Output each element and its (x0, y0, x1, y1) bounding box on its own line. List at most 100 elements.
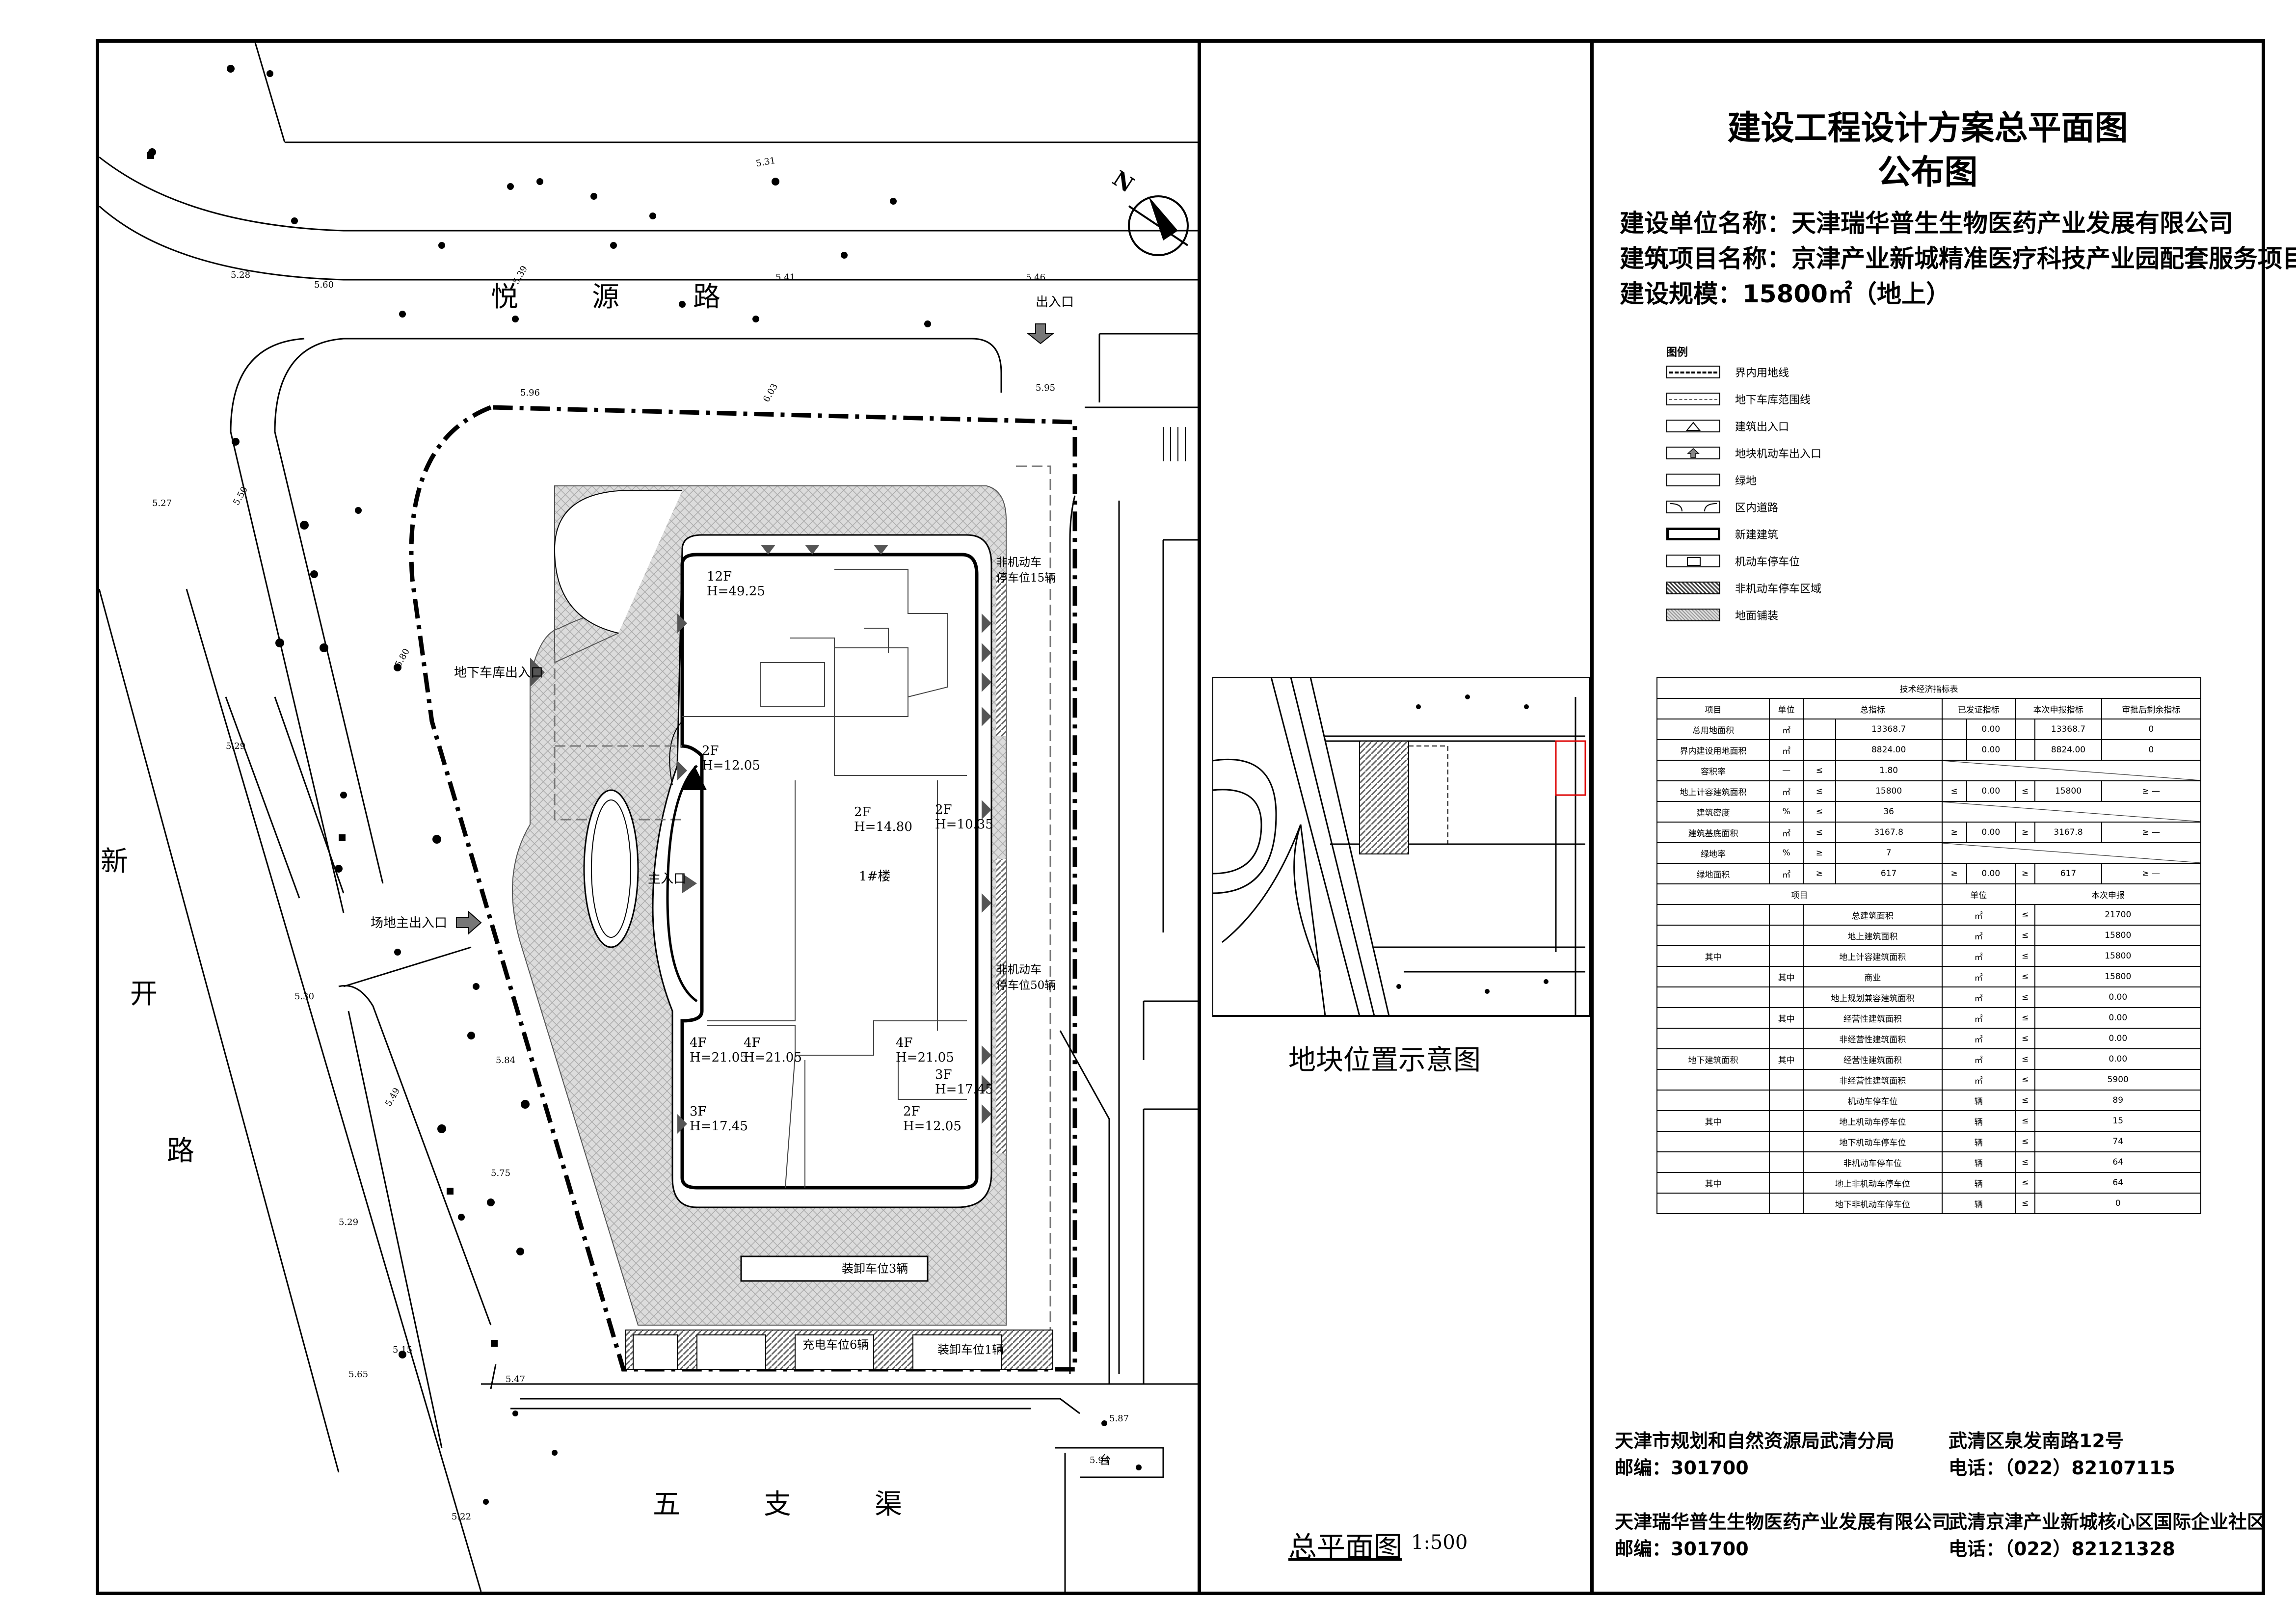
legend-symbol-arrow (1666, 447, 1720, 459)
project-name: 建筑项目名称：京津产业新城精准医疗科技产业园配套服务项目 (1620, 244, 2296, 273)
legend-item: 界内用地线 (1666, 363, 1789, 381)
legend-item: 地下车库范围线 (1666, 390, 1811, 408)
table-row: 绿地率%≥7 (1656, 842, 2202, 864)
elevation-mark: 5.65 (348, 1369, 369, 1380)
elevation-mark: 5.30 (294, 991, 315, 1002)
road-name-west-2: 开 (130, 978, 158, 1010)
legend-item: 地面铺装 (1666, 606, 1778, 624)
site-plan-drawing (99, 43, 1198, 1592)
tech-indicator-table: 技术经济指标表 项目 单位 总指标 已发证指标 本次申报指标 审批后剩余指标 总… (1656, 677, 2202, 1214)
table-row: 容积率—≤1.80 (1656, 760, 2202, 781)
drawing-frame (96, 39, 2265, 1595)
location-map (1212, 677, 1591, 1017)
elevation-mark: 5.95 (1036, 383, 1056, 393)
company-phone: 电话：（022）82121328 (1949, 1538, 2175, 1560)
table-header: 项目 单位 总指标 已发证指标 本次申报指标 审批后剩余指标 (1656, 698, 2201, 719)
legend-item: 地块机动车出入口 (1666, 444, 1821, 462)
legend-heading: 图例 (1666, 346, 1688, 359)
bureau-name: 天津市规划和自然资源局武清分局 (1615, 1430, 1895, 1452)
site-entry-label: 场地主出入口 (371, 916, 448, 931)
elevation-mark: 5.96 (520, 388, 540, 398)
elevation-mark: 5.87 (1109, 1413, 1129, 1424)
elevation-mark: 5.47 (506, 1374, 526, 1384)
table-header: 项目 单位 本次申报 (1656, 883, 2202, 905)
bureau-postcode: 邮编：301700 (1615, 1457, 1749, 1479)
panel-divider-right (1590, 39, 1594, 1595)
company-postcode: 邮编：301700 (1615, 1538, 1749, 1560)
bureau-address: 武清区泉发南路12号 (1949, 1430, 2124, 1452)
legend-symbol-parking (1666, 555, 1720, 567)
legend-item: 机动车停车位 (1666, 552, 1800, 570)
legend-symbol-green (1666, 474, 1720, 486)
legend-item: 新建建筑 (1666, 525, 1778, 543)
legend-item: 非机动车停车区域 (1666, 579, 1821, 597)
road-name-north: 悦源路 (491, 281, 794, 313)
elevation-mark: 5.27 (152, 498, 172, 508)
elevation-mark: 5.41 (775, 272, 796, 283)
charging-bays: 充电车位6辆 (802, 1338, 869, 1352)
legend-symbol-road (1666, 501, 1720, 513)
legend-symbol-bike-area (1666, 582, 1720, 594)
table-row: 地下非机动车停车位辆≤0 (1656, 1193, 2201, 1214)
table-row: 其中地上机动车停车位辆≤15 (1656, 1110, 2201, 1132)
legend-item: 区内道路 (1666, 498, 1778, 516)
elevation-mark: 5.22 (452, 1512, 472, 1522)
legend-item: 建筑出入口 (1666, 417, 1789, 435)
elevation-mark: 5.28 (231, 270, 251, 280)
panel-divider-left (1198, 39, 1201, 1595)
legend-symbol-boundary (1666, 366, 1720, 378)
tai-label: 台 (1099, 1453, 1111, 1467)
road-name-west-3: 路 (167, 1135, 194, 1167)
loading-bays-1: 装卸车位1辆 (937, 1343, 1004, 1357)
legend-symbol-garage (1666, 393, 1720, 405)
company-name: 天津瑞华普生生物医药产业发展有限公司 (1615, 1511, 1951, 1533)
building-name: 1#楼 (859, 869, 891, 884)
elevation-mark: 5.84 (496, 1055, 516, 1065)
exit-label: 出入口 (1036, 295, 1074, 310)
road-name-west-1: 新 (101, 846, 128, 878)
legend-symbol-triangle (1666, 420, 1720, 432)
legend-symbol-paving (1666, 609, 1720, 621)
garage-entry-label: 地下车库出入口 (454, 666, 544, 680)
elevation-mark: 5.29 (226, 741, 246, 751)
bike-parking-50: 非机动车停车位50辆 (996, 963, 1056, 992)
legend-symbol-building (1666, 528, 1720, 540)
elevation-mark: 5.29 (339, 1217, 359, 1227)
construction-unit: 建设单位名称：天津瑞华普生生物医药产业发展有限公司 (1620, 209, 2233, 238)
site-plan-scale: 1:500 (1411, 1531, 1468, 1554)
legend-item: 绿地 (1666, 471, 1757, 489)
table-row: 其中地上非机动车停车位辆≤64 (1656, 1172, 2201, 1194)
document-title: 建设工程设计方案总平面图 (1727, 109, 2128, 148)
elevation-mark: 5.75 (491, 1168, 511, 1178)
elevation-mark: 5.60 (314, 280, 334, 290)
document-subtitle: 公布图 (1877, 153, 1978, 192)
road-name-south: 五支渠 (653, 1489, 986, 1520)
table-title: 技术经济指标表 (1656, 677, 2201, 699)
bike-parking-15: 非机动车停车位15辆 (996, 556, 1056, 585)
construction-scale: 建设规模：15800㎡（地上） (1620, 280, 1950, 308)
location-map-title: 地块位置示意图 (1288, 1044, 1481, 1076)
table-row: 地下机动车停车位辆≤74 (1656, 1131, 2201, 1152)
